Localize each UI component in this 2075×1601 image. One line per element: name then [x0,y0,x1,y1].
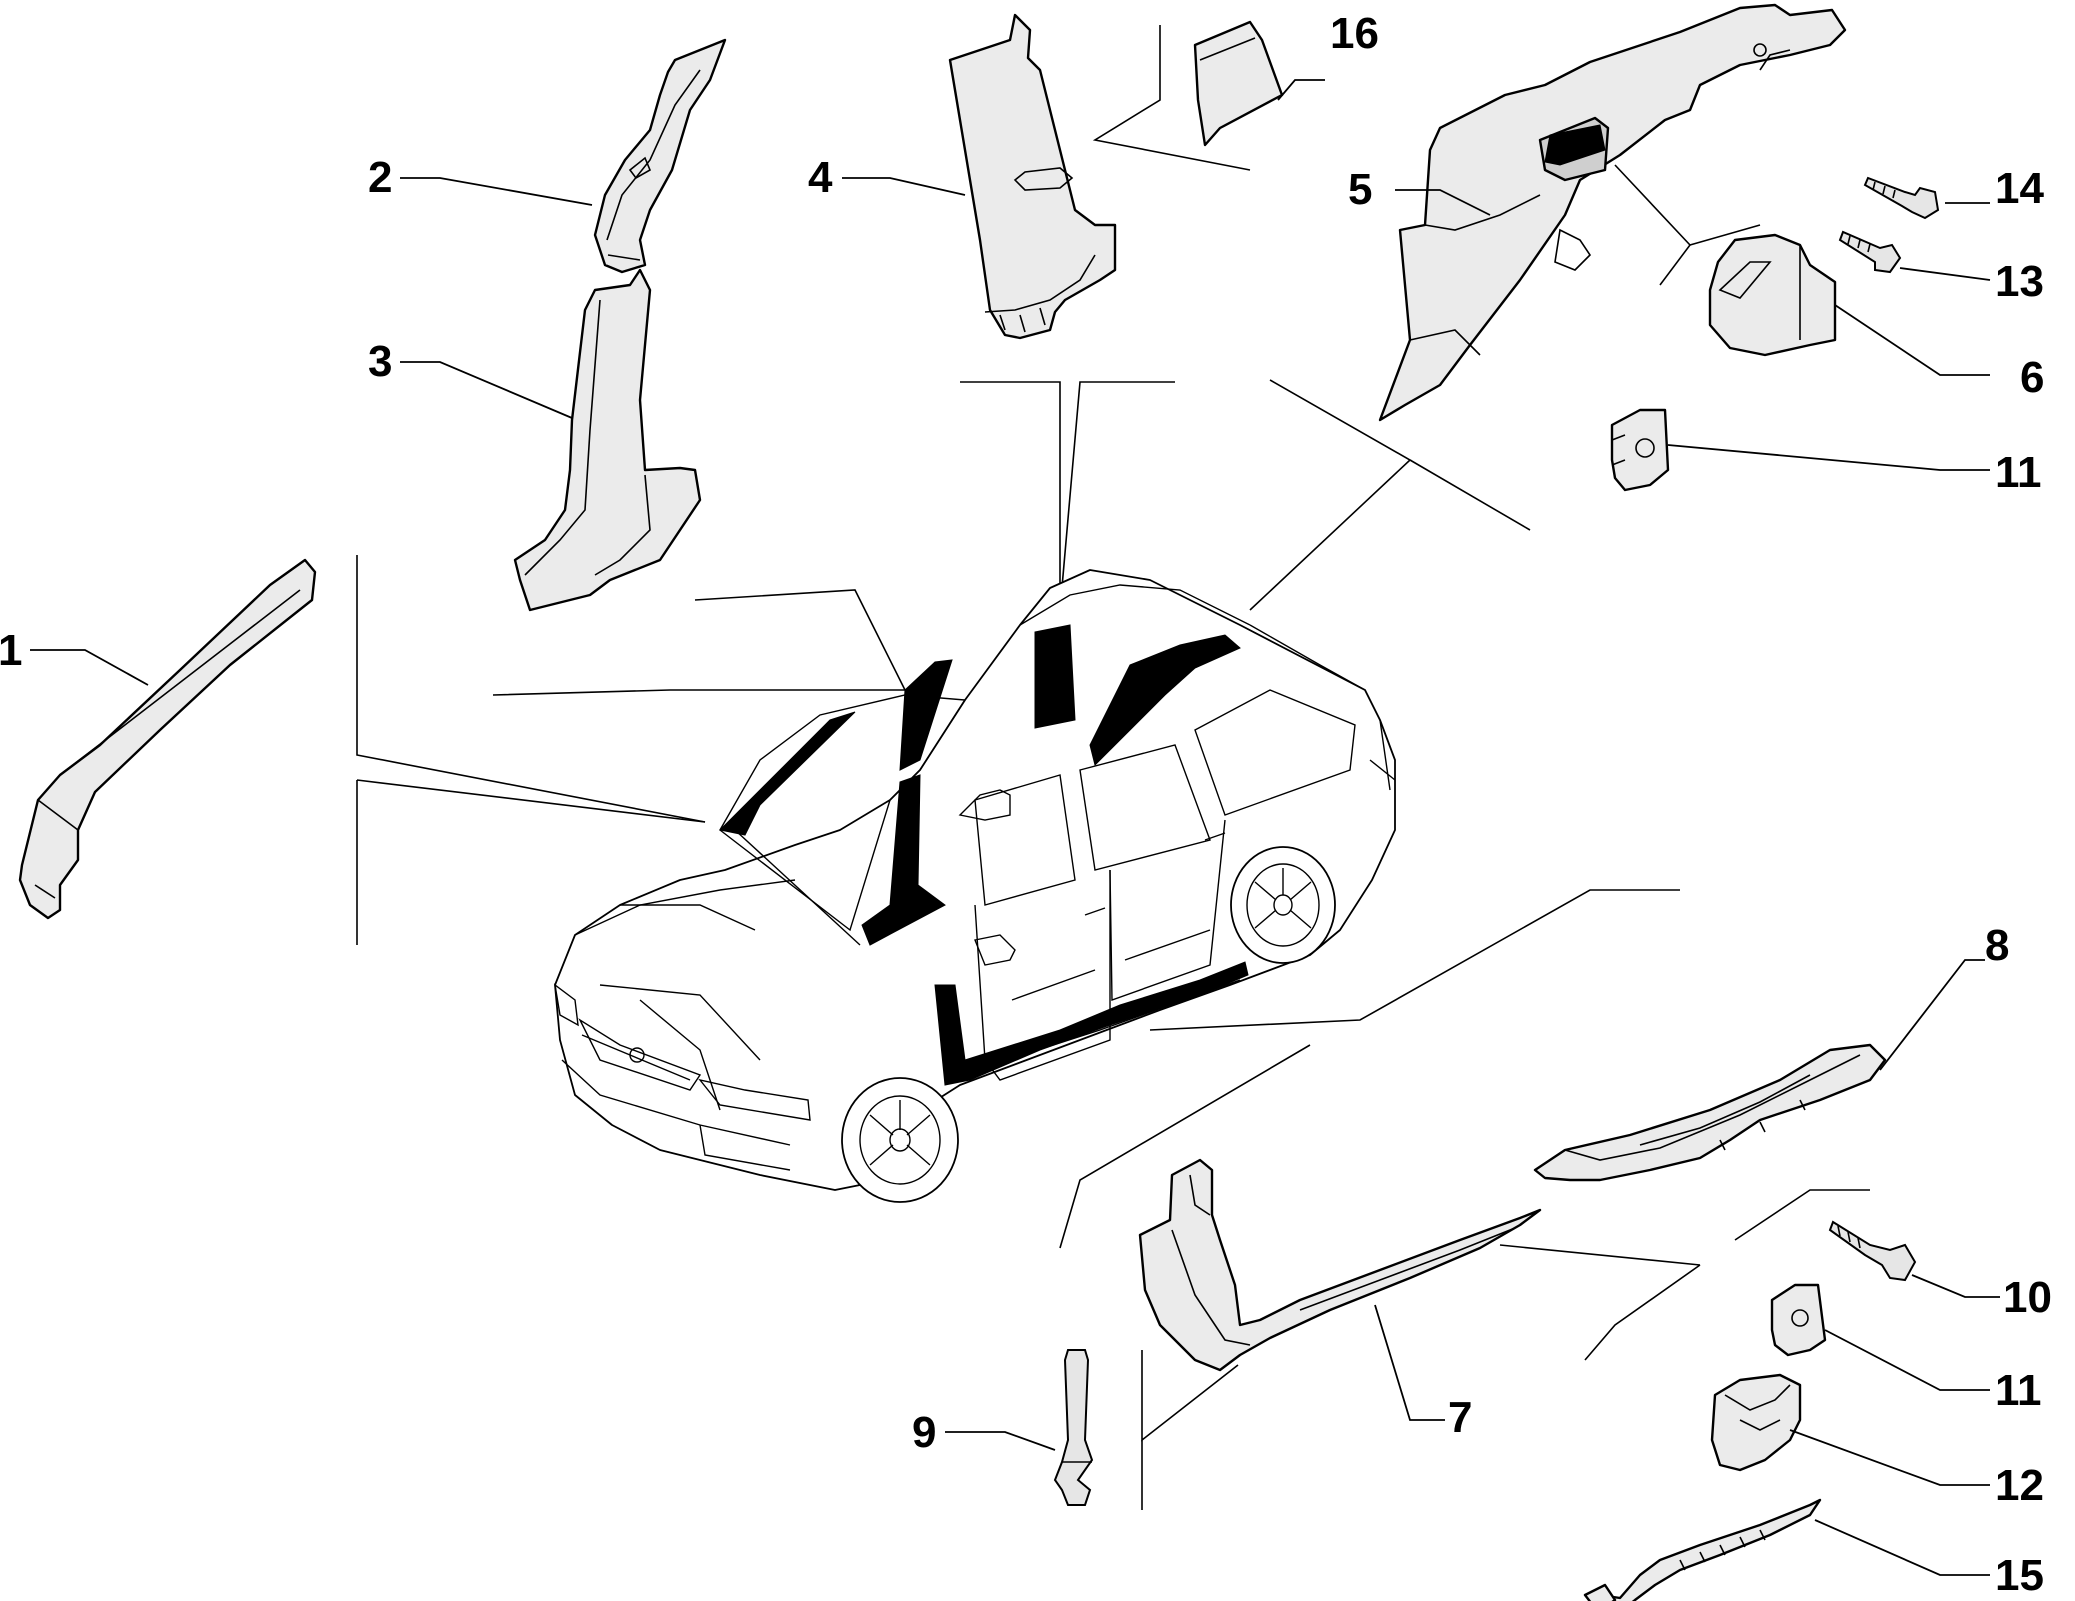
callout-8: 8 [1985,921,2009,970]
car-a-pillar-highlight [718,711,856,836]
part-3-trim [513,268,702,612]
car-pillar-4-highlight [1034,624,1076,729]
callout-10: 10 [2003,1273,2052,1322]
part-14-screw [1863,176,1940,220]
part-12-clip [1710,1373,1802,1472]
callout-7: 7 [1448,1393,1472,1442]
callout-12: 12 [1995,1461,2044,1510]
callout-2: 2 [368,153,392,202]
part-8-trim [1533,1043,1887,1182]
part-16-pad [1193,20,1284,147]
guide-lines [356,25,1870,1510]
car-c-pillar-highlight [1089,634,1241,766]
front-wheel [841,1077,959,1203]
part-5-trim [1378,3,1847,422]
rear-wheel [1230,846,1336,964]
callout-6: 6 [2020,353,2044,402]
callout-13: 13 [1995,257,2044,306]
part-9-stud [1053,1349,1094,1506]
callout-5: 5 [1348,165,1372,214]
callout-3: 3 [368,337,392,386]
part-13-bolt [1838,230,1902,274]
callout-14: 14 [1995,164,2044,213]
callout-16: 16 [1330,9,1379,58]
callout-1: 1 [0,626,22,675]
part-11a-clip [1610,408,1670,492]
part-4-trim [948,13,1117,340]
part-2-trim [593,38,727,274]
callout-9: 9 [912,1408,936,1457]
car-sill-highlight [934,961,1249,1086]
part-6-bracket [1708,233,1837,357]
car-b-pillar-upper-highlight [899,659,953,771]
part-11b-clip [1770,1283,1827,1357]
callout-15: 15 [1995,1551,2044,1600]
car-illustration [554,569,1396,1203]
leader-lines [30,79,2000,1576]
part-10-screw [1828,1220,1917,1282]
car-b-pillar-lower-highlight [861,774,946,946]
callout-11-lower: 11 [1995,1366,2042,1415]
callout-11-upper: 11 [1995,448,2042,497]
callout-labels: 1 2 3 4 16 5 14 13 6 11 8 9 7 10 11 12 1… [0,9,2052,1600]
part-1-trim [18,558,317,920]
car-body [554,569,1396,1191]
part-7-trim [1138,1158,1542,1372]
part-15-cable-tie [1583,1498,1822,1601]
callout-4: 4 [808,153,833,202]
